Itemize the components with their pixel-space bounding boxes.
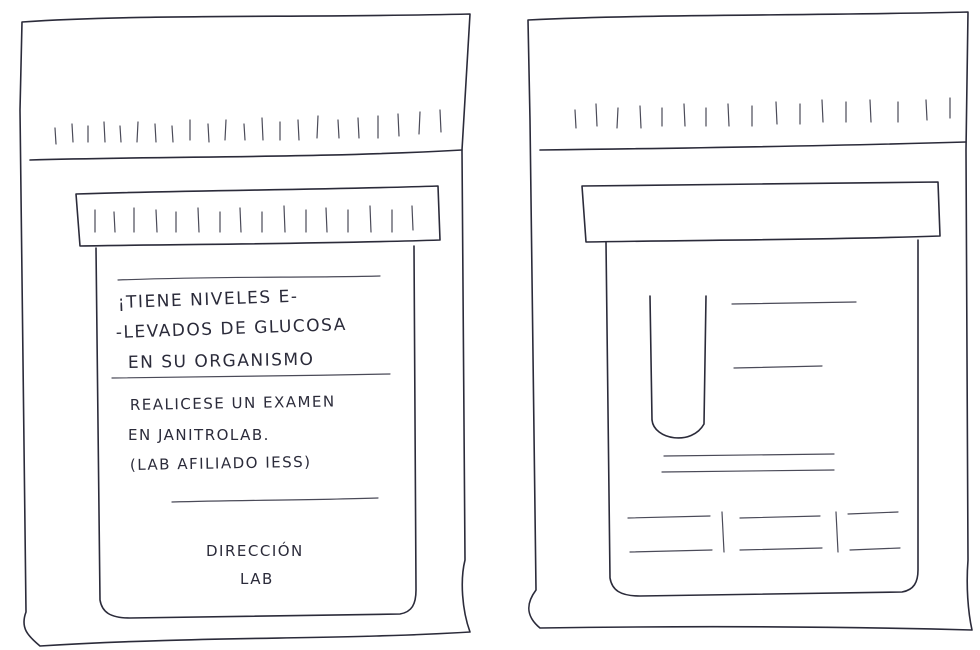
left-body-line-2: EN JANITROLAB. xyxy=(128,426,270,444)
right-band-line xyxy=(540,142,966,150)
left-sketch: ¡TIENE NIVELES E- -LEVADOS DE GLUCOSA EN… xyxy=(20,14,470,646)
right-placeholder-line-1 xyxy=(732,302,856,304)
left-body-line-3: (LAB AFILIADO IESS) xyxy=(130,453,312,474)
left-footer-line-1: DIRECCIÓN xyxy=(206,541,304,560)
left-lid-ticks xyxy=(95,206,413,232)
left-band-line xyxy=(30,150,462,160)
right-placeholder-line-4 xyxy=(662,470,834,472)
left-label-top-line xyxy=(118,276,380,280)
left-label-line-3: EN SU ORGANISMO xyxy=(128,350,315,373)
left-body-line-1: REALICESE UN EXAMEN xyxy=(130,392,336,414)
right-sketch xyxy=(528,12,972,630)
right-band-ticks xyxy=(575,98,950,128)
right-footer-columns xyxy=(628,512,900,552)
right-placeholder-line-3 xyxy=(664,454,834,456)
right-bag-outline xyxy=(528,12,972,630)
right-jar-body xyxy=(606,240,918,596)
left-footer-line-2: LAB xyxy=(240,570,274,588)
left-label-bottom-line xyxy=(172,498,378,502)
left-jar-lid xyxy=(76,186,440,246)
right-jar-lid xyxy=(582,182,940,242)
left-label-mid-line xyxy=(112,374,390,378)
left-band-ticks xyxy=(55,110,441,144)
test-tube-icon xyxy=(650,296,706,438)
left-label-line-2: -LEVADOS DE GLUCOSA xyxy=(115,315,347,343)
left-label-line-1: ¡TIENE NIVELES E- xyxy=(117,287,298,313)
right-placeholder-line-2 xyxy=(734,366,822,368)
